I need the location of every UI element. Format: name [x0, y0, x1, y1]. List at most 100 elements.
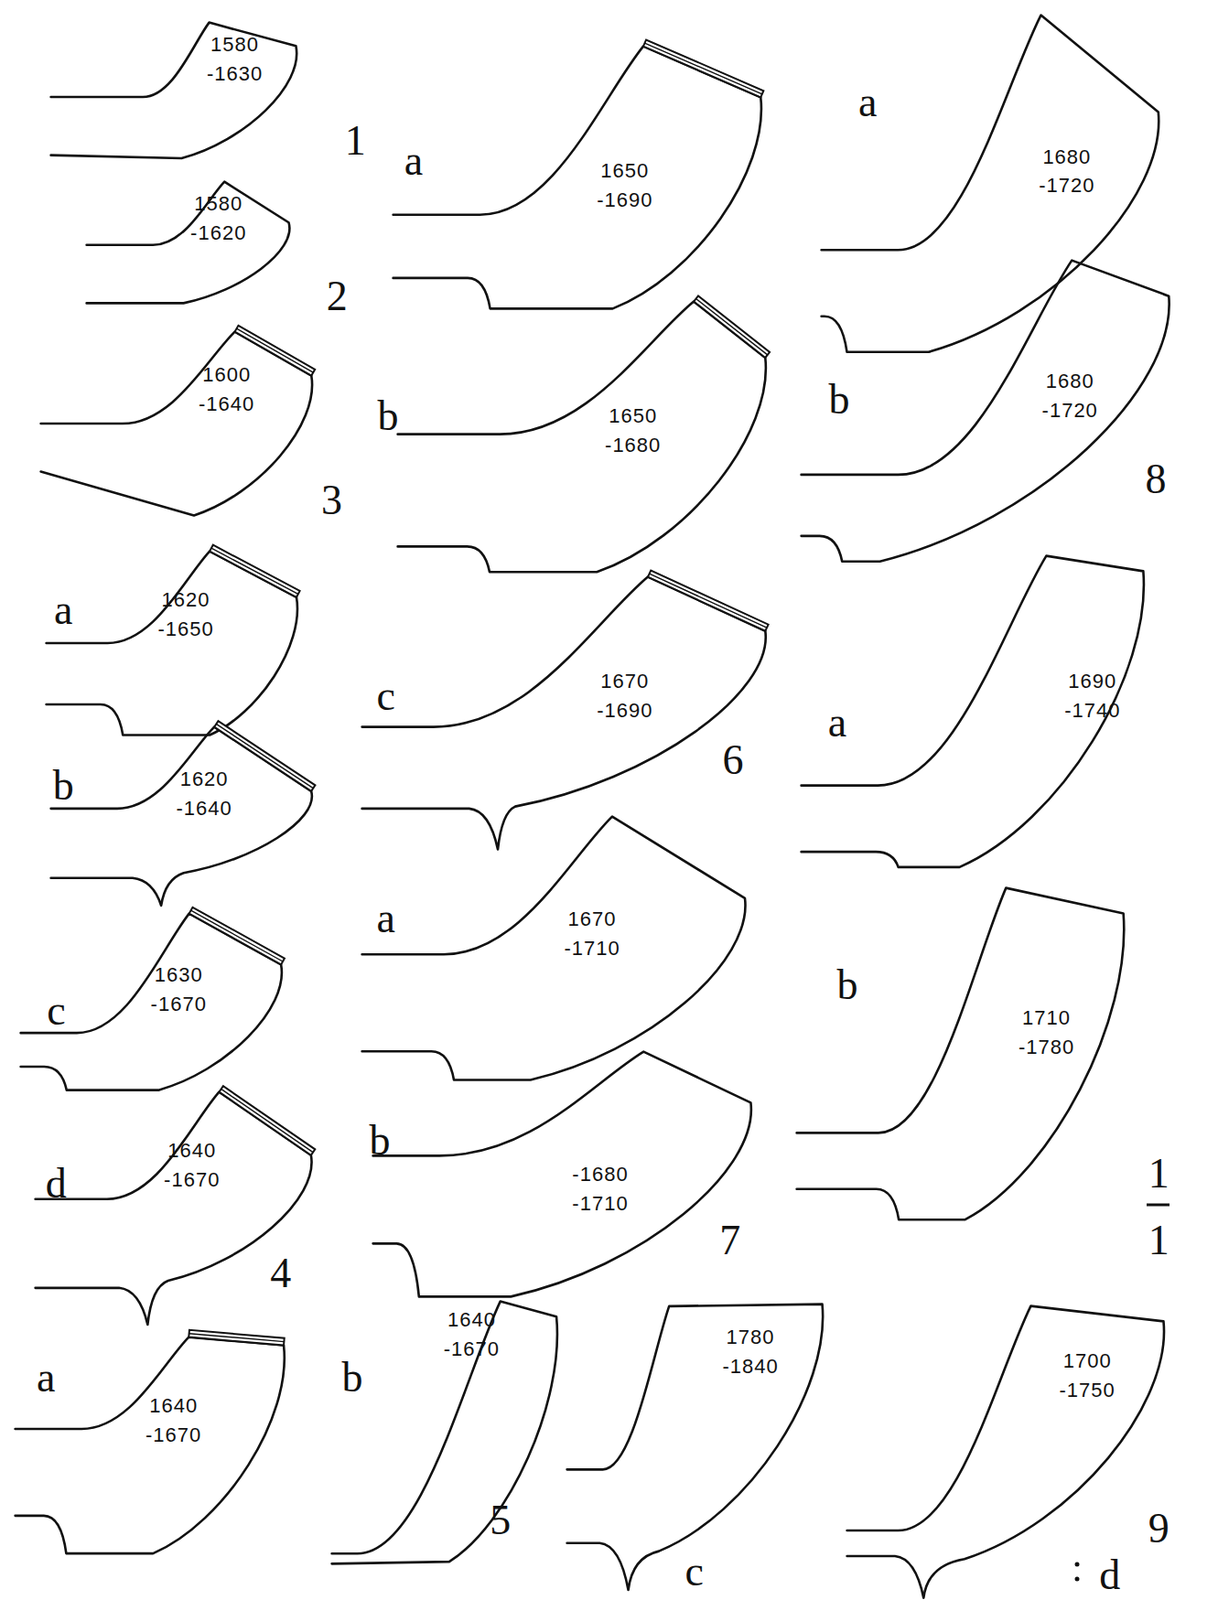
bowl-outline — [21, 1077, 325, 1340]
type-label: a — [53, 589, 73, 632]
pipe-bowl: -1680 -1710 — [358, 1037, 766, 1312]
milling-line — [189, 1334, 285, 1343]
bowl-profile — [847, 1306, 1165, 1599]
bowl-outline — [72, 167, 303, 318]
date-range: 1580 -1620 — [190, 189, 247, 248]
type-label: b — [53, 765, 75, 808]
date-range: 1600 -1640 — [198, 360, 255, 420]
bowl-outline — [32, 537, 312, 750]
pipe-bowl: 1620 -1640 — [36, 712, 326, 920]
bowl-profile — [372, 1051, 751, 1297]
type-label: 7 — [719, 1219, 741, 1262]
milling-line — [190, 910, 282, 962]
bowl-profile — [15, 1337, 285, 1555]
pipe-bowl: 1640 -1670 — [317, 1287, 572, 1579]
milling-line — [644, 43, 762, 95]
date-range: 1640 -1670 — [145, 1391, 202, 1451]
bowl-profile — [393, 45, 762, 309]
bowl-profile — [566, 1304, 823, 1591]
type-label: c — [684, 1551, 703, 1594]
pipe-bowl: 1650 -1680 — [383, 287, 780, 587]
dot-mark — [1075, 1562, 1080, 1568]
fraction-bar — [1146, 1204, 1170, 1208]
type-label: b — [829, 378, 851, 421]
milling-line — [211, 548, 299, 594]
type-label: 1 — [1148, 1219, 1170, 1262]
bowl-profile — [86, 182, 291, 304]
pipe-bowl: 1580 -1630 — [36, 8, 311, 173]
milling-line — [221, 1089, 313, 1154]
pipe-bowl: 1580 -1620 — [72, 167, 303, 318]
bowl-outline — [378, 32, 776, 324]
type-label: a — [36, 1357, 55, 1400]
date-range: 1690 -1740 — [1064, 667, 1121, 726]
pipe-bowl: 1670 -1690 — [347, 562, 780, 864]
bowl-outline — [358, 1037, 766, 1312]
milled-rim — [209, 545, 300, 598]
bowl-profile — [801, 259, 1170, 561]
bowl-profile — [45, 550, 297, 735]
type-label: a — [404, 140, 423, 183]
bowl-outline — [807, 0, 1173, 367]
type-label: b — [377, 395, 399, 438]
date-range: 1680 -1720 — [1042, 366, 1099, 426]
type-label: 3 — [321, 479, 343, 522]
type-label: d — [45, 1163, 67, 1206]
type-label: c — [377, 675, 396, 718]
date-range: 1780 -1840 — [722, 1323, 778, 1382]
date-range: -1680 -1710 — [571, 1160, 628, 1219]
bowl-profile — [398, 301, 766, 572]
date-range: 1700 -1750 — [1059, 1347, 1116, 1406]
dot-mark — [1075, 1577, 1080, 1583]
type-label: 1 — [344, 119, 367, 162]
type-label: a — [377, 897, 396, 940]
milling-line — [696, 298, 768, 355]
pipe-bowl: 1620 -1650 — [32, 537, 312, 750]
bowl-outline — [347, 802, 760, 1095]
date-range: 1620 -1650 — [157, 585, 214, 645]
bowl-outline — [832, 1292, 1178, 1600]
type-label: 8 — [1144, 458, 1166, 501]
type-label: 1 — [1148, 1153, 1170, 1196]
milled-rim — [643, 39, 764, 98]
pipe-bowl: 1600 -1640 — [26, 317, 326, 530]
bowl-outline — [383, 287, 780, 587]
bowl-outline — [26, 317, 326, 530]
bowl-profile — [51, 726, 313, 906]
date-range: 1670 -1710 — [563, 905, 620, 964]
date-range: 1630 -1670 — [150, 960, 207, 1020]
bowl-profile — [51, 22, 298, 159]
type-label: a — [828, 701, 847, 744]
date-range: 1640 -1670 — [443, 1305, 500, 1365]
bowl-outline — [36, 8, 311, 173]
bowl-outline — [782, 873, 1138, 1235]
milling-line — [215, 723, 313, 788]
pipe-bowl: 1680 -1720 — [807, 0, 1173, 367]
type-label: 6 — [722, 739, 744, 782]
bowl-outline — [317, 1287, 572, 1579]
milled-rim — [214, 721, 315, 792]
bowl-profile — [801, 556, 1144, 868]
type-label: 2 — [326, 275, 348, 318]
bowl-profile — [821, 15, 1160, 353]
date-range: 1650 -1690 — [596, 156, 653, 216]
bowl-profile — [362, 817, 746, 1081]
milling-line — [649, 573, 767, 628]
date-range: 1650 -1680 — [604, 401, 661, 461]
milled-rim — [647, 570, 769, 631]
pipe-bowl: 1700 -1750 — [832, 1292, 1178, 1600]
milled-rim — [694, 295, 771, 358]
pipe-bowl: 1650 -1690 — [378, 32, 776, 324]
bowl-profile — [332, 1301, 558, 1564]
bowl-outline — [347, 562, 780, 864]
date-range: 1640 -1670 — [163, 1136, 220, 1196]
type-label: d — [1099, 1554, 1121, 1597]
bowl-profile — [362, 576, 766, 850]
date-range: 1710 -1780 — [1018, 1003, 1075, 1063]
bowl-profile — [41, 332, 313, 517]
pipe-bowl: 1710 -1780 — [782, 873, 1138, 1235]
type-label: b — [341, 1357, 363, 1400]
date-range: 1680 -1720 — [1038, 142, 1095, 202]
date-range: 1670 -1690 — [596, 667, 653, 726]
type-label: 4 — [269, 1252, 292, 1295]
